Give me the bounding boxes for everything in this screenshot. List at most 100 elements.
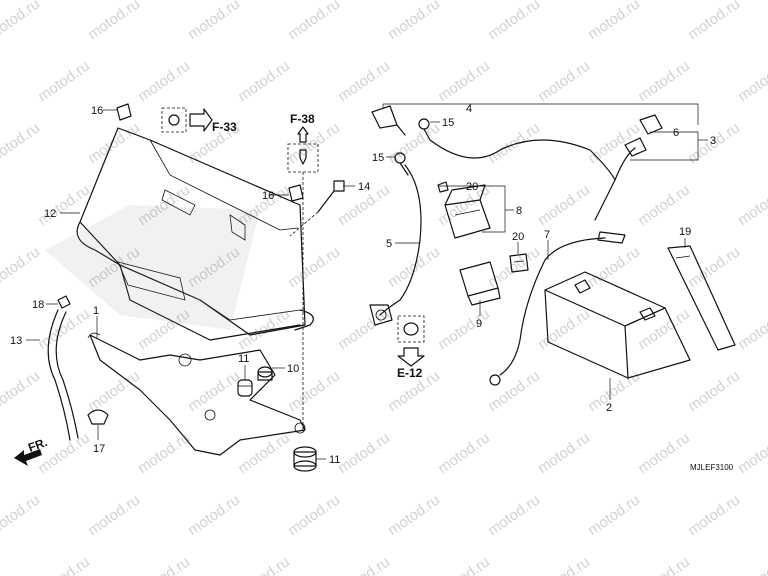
watermark-text: motod.ru bbox=[385, 0, 443, 43]
grommet-ref-box-e12 bbox=[397, 315, 425, 367]
battery-case-part bbox=[76, 127, 314, 341]
watermark-text: motod.ru bbox=[585, 243, 643, 291]
callout-7: 7 bbox=[544, 229, 550, 241]
callout-5: 5 bbox=[386, 238, 392, 250]
watermark-text: motod.ru bbox=[685, 367, 743, 415]
watermark-text: motod.ru bbox=[435, 429, 493, 477]
watermark-text: motod.ru bbox=[385, 243, 443, 291]
callout-9: 9 bbox=[476, 318, 482, 330]
watermark-text: motod.ru bbox=[0, 491, 43, 539]
leader-lines bbox=[26, 103, 708, 460]
callout-13: 13 bbox=[10, 335, 22, 347]
watermark-text: motod.ru bbox=[285, 243, 343, 291]
bolt-15-lower bbox=[394, 152, 409, 176]
collar-part bbox=[257, 366, 273, 381]
watermark-text: motod.ru bbox=[0, 119, 43, 167]
watermark-text: motod.ru bbox=[235, 57, 293, 105]
watermark-text: motod.ru bbox=[85, 491, 143, 539]
watermark-text: motod.ru bbox=[735, 553, 768, 576]
lower-bracket-part bbox=[87, 332, 306, 456]
watermark-text: motod.ru bbox=[485, 119, 543, 167]
watermark-text: motod.ru bbox=[185, 367, 243, 415]
callout-10: 10 bbox=[287, 363, 299, 375]
relay-part bbox=[437, 181, 491, 239]
watermark-text: motod.ru bbox=[235, 553, 293, 576]
callout-16-mid: 16 bbox=[262, 190, 274, 202]
watermark-text: motod.ru bbox=[285, 0, 343, 43]
watermark-text: motod.ru bbox=[385, 491, 443, 539]
watermark-text: motod.ru bbox=[35, 181, 93, 229]
watermark-text: motod.ru bbox=[85, 0, 143, 43]
callout-1: 1 bbox=[93, 305, 99, 317]
watermark-text: motod.ru bbox=[635, 305, 693, 353]
watermark-text: motod.ru bbox=[335, 57, 393, 105]
watermark-text: motod.ru bbox=[35, 553, 93, 576]
watermark-text: motod.ru bbox=[0, 243, 43, 291]
callout-18: 18 bbox=[32, 299, 44, 311]
callout-11-upper: 11 bbox=[238, 353, 249, 365]
callout-17: 17 bbox=[93, 443, 105, 455]
callout-3: 3 bbox=[710, 135, 716, 147]
watermark-text: motod.ru bbox=[85, 119, 143, 167]
callout-4: 4 bbox=[466, 103, 472, 115]
connector-cover-part bbox=[459, 261, 501, 306]
watermark-text: motod.ru bbox=[735, 57, 768, 105]
front-arrow-label: FR. bbox=[26, 435, 49, 455]
watermark-text: motod.ru bbox=[535, 429, 593, 477]
watermark-text: motod.ru bbox=[135, 553, 193, 576]
callout-6: 6 bbox=[673, 127, 679, 139]
bolt-part bbox=[289, 180, 345, 237]
battery-strap-part bbox=[667, 245, 736, 351]
cable-4-part bbox=[371, 105, 663, 221]
battery-part bbox=[544, 271, 691, 379]
callout-19: 19 bbox=[679, 226, 691, 238]
watermark-text: motod.ru bbox=[0, 367, 43, 415]
fastener-ref-box-f33 bbox=[161, 107, 213, 133]
callout-14: 14 bbox=[358, 181, 370, 193]
callout-11-lower: 11 bbox=[329, 454, 340, 466]
callout-15-upper: 15 bbox=[442, 117, 454, 129]
connector-20-part bbox=[509, 253, 529, 273]
watermark-text: motod.ru bbox=[35, 57, 93, 105]
watermark-text: motod.ru bbox=[335, 429, 393, 477]
watermark-text: motod.ru bbox=[735, 429, 768, 477]
watermark-text: motod.ru bbox=[185, 0, 243, 43]
watermark-text: motod.ru bbox=[435, 553, 493, 576]
watermark-text: motod.ru bbox=[285, 491, 343, 539]
watermark-text: motod.ru bbox=[435, 57, 493, 105]
watermark-text: motod.ru bbox=[685, 243, 743, 291]
watermark-text: motod.ru bbox=[535, 181, 593, 229]
watermark-text: motod.ru bbox=[635, 553, 693, 576]
case-shading bbox=[45, 205, 260, 330]
watermark-text: motod.ru bbox=[585, 367, 643, 415]
callout-8: 8 bbox=[516, 205, 522, 217]
nut-part-top bbox=[116, 103, 132, 121]
watermark-text: motod.ru bbox=[535, 57, 593, 105]
watermark-text: motod.ru bbox=[735, 181, 768, 229]
callout-12: 12 bbox=[44, 208, 56, 220]
watermark-text: motod.ru bbox=[35, 305, 93, 353]
watermark-text: motod.ru bbox=[585, 491, 643, 539]
reference-e12: E-12 bbox=[397, 366, 423, 380]
watermark-text: motod.ru bbox=[635, 57, 693, 105]
bolt-15-upper bbox=[418, 118, 431, 141]
cushion-part-lower bbox=[293, 446, 317, 472]
watermark-text: motod.ru bbox=[285, 119, 343, 167]
watermark-text: motod.ru bbox=[685, 0, 743, 43]
callout-15-lower: 15 bbox=[372, 152, 384, 164]
callout-16-top: 16 bbox=[91, 105, 103, 117]
callout-20-upper: 20 bbox=[466, 181, 478, 193]
callout-20-lower: 20 bbox=[512, 231, 524, 243]
watermark-text: motod.ru bbox=[85, 367, 143, 415]
front-arrow-icon bbox=[14, 449, 42, 466]
watermark-text: motod.ru bbox=[185, 491, 243, 539]
cable-5-part bbox=[369, 164, 422, 326]
watermark-text: motod.ru bbox=[485, 0, 543, 43]
watermark-text: motod.ru bbox=[435, 305, 493, 353]
reference-f33: F-33 bbox=[212, 120, 237, 134]
watermark-text: motod.ru bbox=[335, 305, 393, 353]
watermark-text: motod.ru bbox=[585, 0, 643, 43]
cable-7-part bbox=[489, 231, 626, 386]
